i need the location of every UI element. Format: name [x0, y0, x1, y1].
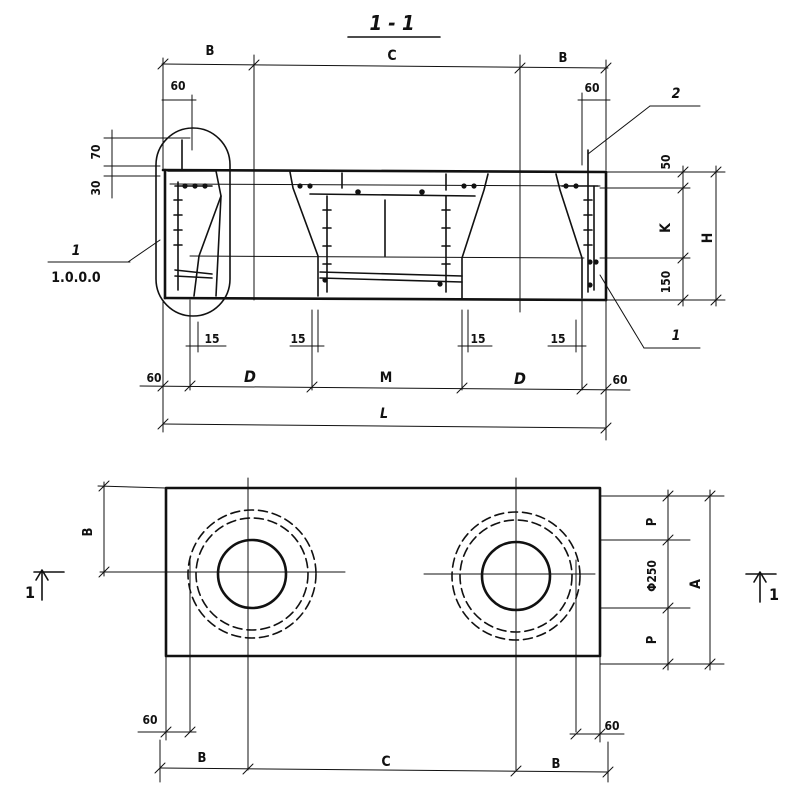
plan-right-dims: P Φ250 P A	[599, 489, 725, 671]
plan-dim-60-right: 60	[604, 719, 619, 733]
dim-left-30: 30	[89, 180, 103, 195]
dim-bottom-60-right: 60	[612, 373, 627, 387]
section-left-dims: 70 30	[89, 129, 191, 199]
section-marker-right: 1	[745, 571, 779, 604]
plan-60-dims: 60 60	[137, 655, 625, 743]
plan-dim-b-left: B	[198, 751, 207, 766]
left-hole	[187, 509, 317, 639]
dim-gap-15-b: 15	[290, 332, 305, 346]
detail-callout: 1 1.0.0.0	[47, 127, 231, 317]
plan-dim-c: C	[381, 754, 390, 770]
dim-top-b-left: B	[206, 44, 215, 59]
section-top-dims: B C B 60 60	[157, 44, 612, 313]
section-marker-right-label: 1	[769, 585, 779, 604]
plan-dim-left-b: B	[81, 527, 96, 536]
plan-centerlines	[99, 477, 596, 771]
dim-gap-15-c: 15	[470, 332, 485, 346]
dim-bottom-d-left: D	[244, 367, 256, 386]
dim-right-h: H	[700, 233, 716, 244]
plan-dim-60-left: 60	[142, 713, 157, 727]
detail-ref: 1.0.0.0	[51, 270, 101, 286]
callout-item-1: 1	[672, 328, 681, 344]
dim-right-50: 50	[659, 154, 673, 169]
dim-bottom-d-right: D	[514, 369, 526, 388]
section-title-text: 1 - 1	[369, 11, 414, 35]
dim-left-70: 70	[89, 144, 103, 159]
item-leaders: 2 1	[587, 86, 701, 349]
dim-gap-15-d: 15	[550, 332, 565, 346]
plan-dim-a: A	[688, 579, 704, 589]
reinforcement	[173, 139, 599, 293]
plan-dim-b-right: B	[552, 757, 561, 772]
dim-top-60-left: 60	[170, 79, 185, 93]
plan-view: B P Φ250 P A 60	[25, 477, 779, 783]
section-right-dims: 50 K 150 H	[599, 154, 726, 307]
dim-top-b-right: B	[559, 51, 568, 66]
plan-dim-p-top: P	[645, 517, 660, 526]
plan-dim-p-bottom: P	[645, 635, 660, 644]
dim-top-c: C	[387, 48, 396, 64]
dim-right-k: K	[658, 222, 674, 233]
section-bottom-dims: 60 D M D 60 L	[139, 299, 631, 441]
beam-body	[161, 168, 608, 302]
section-title: 1 - 1	[347, 11, 441, 38]
detail-number: 1	[72, 243, 81, 259]
section-voids	[167, 170, 583, 299]
dim-gap-15-a: 15	[204, 332, 219, 346]
plan-bottom-dims: B C B	[154, 739, 614, 783]
dim-right-150: 150	[659, 271, 673, 294]
dim-bottom-l: L	[380, 406, 388, 422]
plan-left-dims: B	[81, 480, 167, 578]
dim-bottom-m: M	[380, 370, 393, 386]
section-marker-left-label: 1	[25, 583, 35, 602]
dim-bottom-60-left: 60	[146, 371, 161, 385]
section-view: B C B 60 60 70 30	[47, 44, 726, 441]
section-gap-dims: 15 15 15 15	[185, 299, 587, 391]
section-marker-left: 1	[25, 569, 65, 602]
callout-item-2: 2	[672, 86, 681, 102]
right-hole	[451, 511, 581, 641]
plan-dim-phi: Φ250	[645, 560, 659, 592]
dim-top-60-right: 60	[584, 81, 599, 95]
